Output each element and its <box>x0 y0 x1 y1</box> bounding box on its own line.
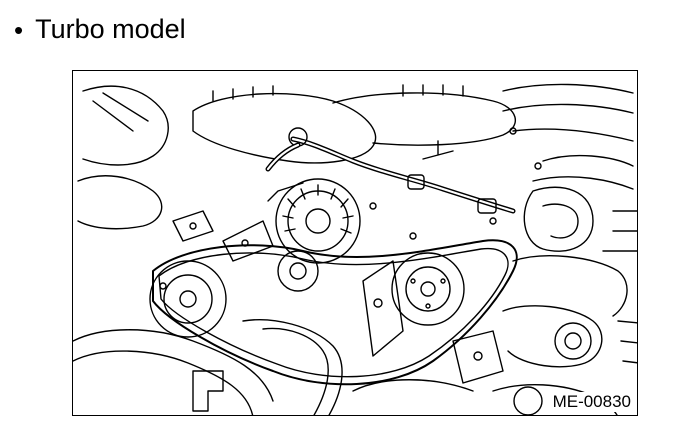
engine-line-drawing <box>73 83 637 415</box>
engine-illustration: ME-00830 <box>72 70 638 416</box>
section-heading: • Turbo model <box>14 14 186 45</box>
bullet-marker: • <box>14 14 24 45</box>
heading-text: Turbo model <box>35 14 186 44</box>
figure-code-label: ME-00830 <box>550 392 633 412</box>
